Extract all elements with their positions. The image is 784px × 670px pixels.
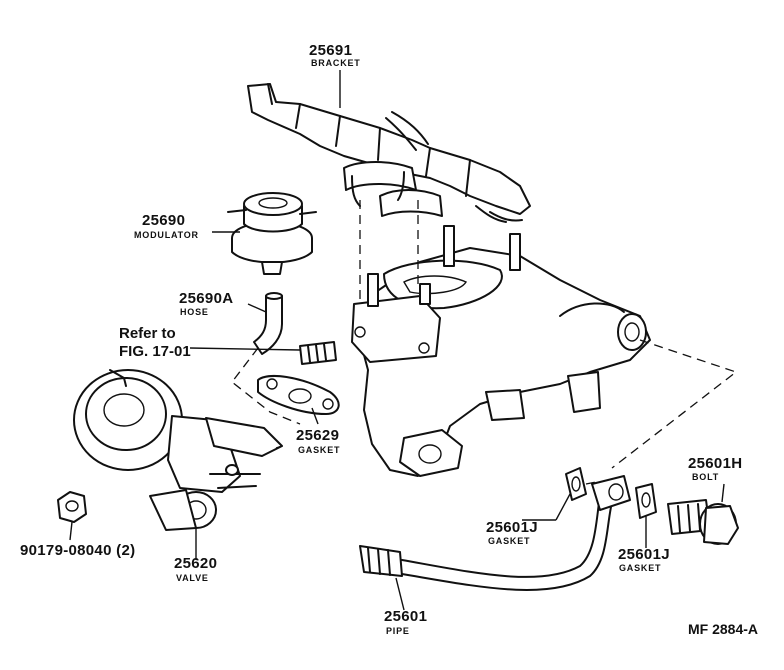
gasket-a-number: 25601J	[486, 519, 538, 536]
hose-number: 25690A	[179, 290, 234, 307]
egr-gasket-drawing	[257, 341, 340, 415]
nut-number: 90179-08040 (2)	[20, 542, 136, 559]
modulator-name: MODULATOR	[134, 230, 199, 240]
gasket-b-number: 25601J	[618, 546, 670, 563]
pipe-number: 25601	[384, 608, 428, 625]
pipe-drawing	[359, 475, 631, 591]
hose-name: HOSE	[180, 307, 209, 317]
pipe-gaskets-drawing	[565, 467, 657, 519]
bolt-number: 25601H	[688, 455, 743, 472]
union-bolt-drawing	[667, 499, 739, 545]
figure-code: MF 2884-A	[688, 621, 759, 637]
assembly-lines	[231, 200, 738, 485]
leader-lines	[69, 70, 725, 611]
bolt-name: BOLT	[692, 472, 720, 482]
gasket-b-name: GASKET	[619, 563, 662, 573]
valve-name: VALVE	[176, 573, 209, 583]
bracket-drawing	[247, 83, 531, 223]
egr-gasket-number: 25629	[296, 427, 340, 444]
hose-drawing	[253, 292, 283, 355]
nut-drawing	[57, 491, 87, 523]
reference-line-1: Refer to	[119, 325, 176, 342]
reference-line-2: FIG. 17-01	[119, 343, 191, 360]
modulator-drawing	[227, 192, 317, 275]
modulator-number: 25690	[142, 212, 186, 229]
bracket-name: BRACKET	[311, 58, 361, 68]
egr-gasket-name: GASKET	[298, 445, 341, 455]
valve-number: 25620	[174, 555, 218, 572]
egr-valve-drawing	[73, 369, 283, 531]
gasket-a-name: GASKET	[488, 536, 531, 546]
manifold-drawing	[351, 225, 651, 477]
bracket-number: 25691	[309, 42, 353, 59]
pipe-name: PIPE	[386, 626, 410, 636]
